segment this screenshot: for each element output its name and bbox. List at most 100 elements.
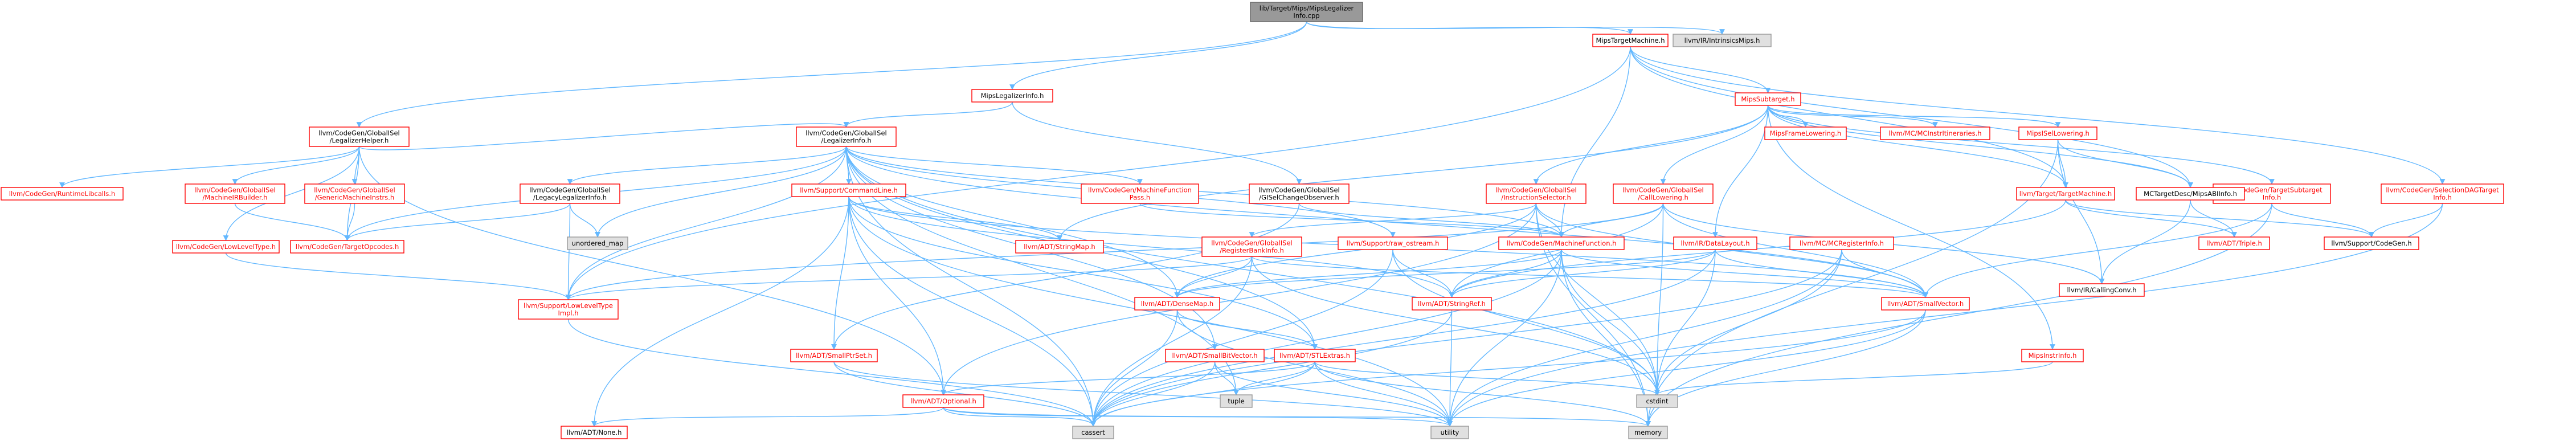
edge-iselow-mcabi xyxy=(2057,139,2193,188)
edge-mipssub-stringmap xyxy=(1057,105,1769,241)
node-gisel_obs[interactable]: llvm/CodeGen/GlobalISel/GISelChangeObser… xyxy=(1249,183,1350,204)
node-label: llvm/Target/TargetMachine.h xyxy=(2019,190,2112,198)
edge-tgtmach-stringref xyxy=(1449,199,2066,298)
edge-root-legalhelper xyxy=(356,21,1307,128)
edge-legalinfo-mfpass xyxy=(845,146,1143,185)
edge-legalinfo-densemap xyxy=(845,146,1180,298)
node-box xyxy=(1015,240,1104,254)
node-box xyxy=(1134,297,1220,311)
edge-tgtmach-supcodegen xyxy=(2065,199,2374,238)
node-lowlevel[interactable]: llvm/CodeGen/LowLevelType.h xyxy=(172,240,280,254)
node-regbank[interactable]: llvm/CodeGen/GlobalISel/RegisterBankInfo… xyxy=(1201,236,1302,257)
edge-stringref-cassert xyxy=(1090,309,1453,427)
edge-smallptr-cassert xyxy=(833,361,1096,427)
node-legalinfo[interactable]: llvm/CodeGen/GlobalISel/LegalizerInfo.h xyxy=(796,126,897,147)
node-rawos[interactable]: llvm/Support/raw_ostream.h xyxy=(1338,236,1448,250)
edge-densemap-utility xyxy=(1176,309,1453,427)
node-label: /GISelChangeObserver.h xyxy=(1259,194,1339,202)
node-mipsinst[interactable]: MipsInstrInfo.h xyxy=(2021,349,2084,362)
dependency-nodes: lib/Target/Mips/MipsLegalizerInfo.cppMip… xyxy=(1,2,2504,439)
node-label: llvm/IR/DataLayout.h xyxy=(1680,239,1749,247)
edge-stlextras-memory xyxy=(1314,361,1651,427)
node-tgtmach[interactable]: llvm/Target/TargetMachine.h xyxy=(2016,187,2115,201)
node-label: llvm/ADT/Triple.h xyxy=(2206,239,2262,247)
node-genmi[interactable]: llvm/CodeGen/GlobalISel/GenericMachineIn… xyxy=(304,183,405,204)
node-box xyxy=(520,183,620,204)
edge-root-mipstm xyxy=(1306,21,1633,35)
node-calllow[interactable]: llvm/CodeGen/GlobalISel/CallLowering.h xyxy=(1613,183,1714,204)
edge-lltimpl-cassert xyxy=(567,318,1096,427)
edge-densemap-cassert xyxy=(1090,309,1178,427)
edge-machfn-densemap xyxy=(1174,249,1562,298)
node-mipslegal[interactable]: MipsLegalizerInfo.h xyxy=(971,89,1053,103)
node-label: llvm/CodeGen/GlobalISel xyxy=(194,186,276,194)
node-datalayout[interactable]: llvm/IR/DataLayout.h xyxy=(1673,236,1757,250)
node-stringref[interactable]: llvm/ADT/StringRef.h xyxy=(1412,297,1492,311)
node-box xyxy=(1592,34,1669,47)
node-cmdline[interactable]: llvm/Support/CommandLine.h xyxy=(791,183,906,197)
node-box xyxy=(1636,394,1678,408)
node-mcinstit[interactable]: llvm/MC/MCInstrItineraries.h xyxy=(1880,126,1990,140)
edge-mcabi-triple xyxy=(2190,199,2237,238)
node-mipssub[interactable]: MipsSubtarget.h xyxy=(1735,92,1801,106)
node-label: llvm/CodeGen/TargetSubtarget xyxy=(2221,186,2323,194)
edge-mipssub-tgtmach xyxy=(1767,105,2068,188)
node-box xyxy=(790,349,878,362)
edge-tgtsubinfo-smallvec xyxy=(1923,203,2272,298)
edge-datalayout-stringref xyxy=(1449,249,1716,298)
node-triple[interactable]: llvm/ADT/Triple.h xyxy=(2198,236,2270,250)
node-label: llvm/ADT/DenseMap.h xyxy=(1141,300,1213,308)
edge-stlextras-cassert xyxy=(1090,361,1315,427)
node-runtimelib[interactable]: llvm/CodeGen/RuntimeLibcalls.h xyxy=(1,187,124,201)
node-stringmap[interactable]: llvm/ADT/StringMap.h xyxy=(1015,240,1104,254)
node-callconv[interactable]: llvm/IR/CallingConv.h xyxy=(2059,283,2145,297)
node-legalhelper[interactable]: llvm/CodeGen/GlobalISel/LegalizerHelper.… xyxy=(309,126,410,147)
node-box xyxy=(1613,183,1714,204)
node-label: cstdint xyxy=(1646,397,1669,405)
edge-iselow-memory xyxy=(1645,139,2059,427)
edge-mirbuilder-opcodes xyxy=(234,203,350,241)
node-framelow[interactable]: MipsFrameLowering.h xyxy=(1764,126,1847,140)
node-mirbuilder[interactable]: llvm/CodeGen/GlobalISel/MachineIRBuilder… xyxy=(185,183,285,204)
node-legacy[interactable]: llvm/CodeGen/GlobalISel/LegacyLegalizerI… xyxy=(520,183,620,204)
node-smallvec[interactable]: llvm/ADT/SmallVector.h xyxy=(1881,297,1970,311)
node-box xyxy=(1430,426,1469,439)
node-label: llvm/CodeGen/SelectionDAGTarget xyxy=(2386,186,2499,194)
edge-legacy-unordered xyxy=(569,203,600,238)
node-smallbit[interactable]: llvm/ADT/SmallBitVector.h xyxy=(1165,349,1265,362)
node-box xyxy=(2381,183,2504,204)
node-mcreg[interactable]: llvm/MC/MCRegisterInfo.h xyxy=(1789,236,1894,250)
edge-legacy-lltimpl xyxy=(565,203,571,300)
node-opcodes[interactable]: llvm/CodeGen/TargetOpcodes.h xyxy=(290,240,404,254)
node-label: llvm/IR/CallingConv.h xyxy=(2067,286,2137,294)
node-instsel[interactable]: llvm/CodeGen/GlobalISel/InstructionSelec… xyxy=(1486,183,1587,204)
edge-instsel-densemap xyxy=(1174,203,1537,298)
node-supcodegen[interactable]: llvm/Support/CodeGen.h xyxy=(2324,236,2419,250)
node-box xyxy=(1735,92,1801,106)
node-optional[interactable]: llvm/ADT/Optional.h xyxy=(902,394,984,408)
node-none[interactable]: llvm/ADT/None.h xyxy=(561,426,628,439)
edge-legalinfo-legacy xyxy=(567,146,847,185)
node-stlextras[interactable]: llvm/ADT/STLExtras.h xyxy=(1274,349,1356,362)
node-label: MCTargetDesc/MipsABIInfo.h xyxy=(2144,190,2237,198)
node-smallptr[interactable]: llvm/ADT/SmallPtrSet.h xyxy=(790,349,878,362)
node-mcabi[interactable]: MCTargetDesc/MipsABIInfo.h xyxy=(2136,187,2245,201)
node-box xyxy=(185,183,285,204)
node-label: llvm/MC/MCInstrItineraries.h xyxy=(1888,129,1981,137)
node-label: lib/Target/Mips/MipsLegalizer xyxy=(1260,5,1354,13)
edge-legalinfo-cassert xyxy=(845,146,1096,427)
node-label: llvm/CodeGen/GlobalISel xyxy=(1495,186,1577,194)
node-box xyxy=(1880,126,1990,140)
node-densemap[interactable]: llvm/ADT/DenseMap.h xyxy=(1134,297,1220,311)
edge-machfn-memory xyxy=(1561,249,1651,427)
node-machfn[interactable]: llvm/CodeGen/MachineFunction.h xyxy=(1498,236,1625,250)
node-label: llvm/ADT/Optional.h xyxy=(910,397,976,405)
node-iselow[interactable]: MipsISelLowering.h xyxy=(2018,126,2097,140)
edge-mcreg-smallvec xyxy=(1841,249,1928,298)
node-mipstm[interactable]: MipsTargetMachine.h xyxy=(1592,34,1669,47)
node-label: llvm/ADT/StringMap.h xyxy=(1024,243,1095,251)
node-box xyxy=(2021,349,2084,362)
